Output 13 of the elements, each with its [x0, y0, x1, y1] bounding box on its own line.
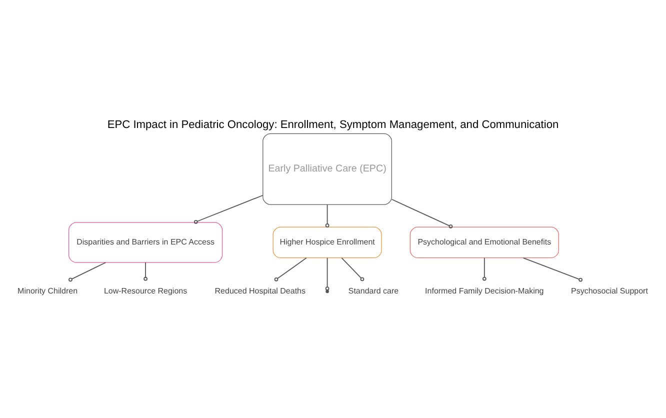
- connector: [391, 198, 453, 228]
- connector: [274, 256, 307, 281]
- node-box: Early Palliative Care (EPC): [262, 132, 392, 204]
- connector: [68, 262, 106, 282]
- connector: [341, 256, 364, 281]
- connector: [325, 204, 330, 227]
- connector: [194, 194, 264, 224]
- connector: [522, 256, 582, 282]
- connector: [144, 262, 148, 280]
- connector: [325, 256, 330, 290]
- connector: [482, 256, 486, 280]
- diagram-title: EPC Impact in Pediatric Oncology: Enrollment, Symptom Management, and Communication: [107, 118, 559, 130]
- node-circle: [326, 289, 329, 293]
